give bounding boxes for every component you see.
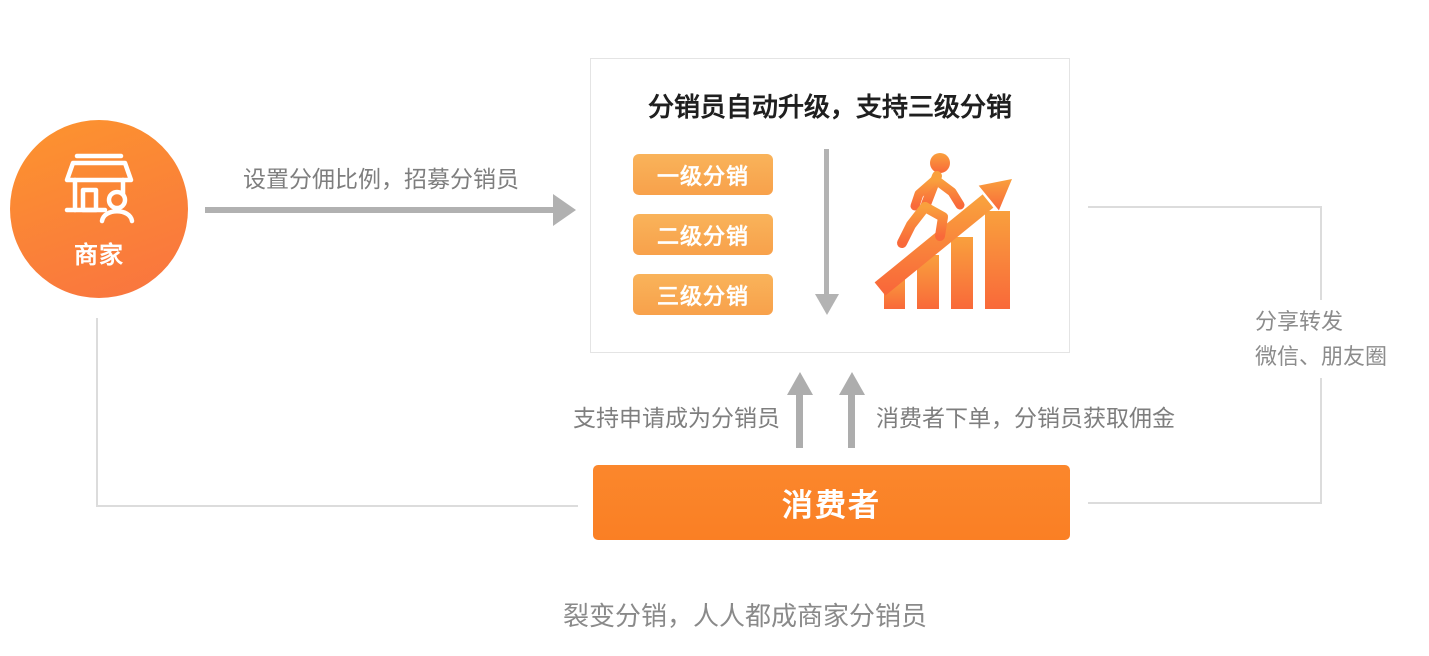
growth-climb-icon [874,149,1024,319]
upgrade-box-title: 分销员自动升级，支持三级分销 [647,92,1012,122]
diagram-caption: 裂变分销，人人都成商家分销员 [562,602,927,631]
level-1-chip: 一级分销 [633,154,773,195]
order-commission-label: 消费者下单，分销员获取佣金 [876,405,1175,431]
down-arrow-shaft [824,149,829,294]
down-arrow-icon [815,294,839,315]
consumer-node: 消费者 [593,465,1070,540]
up-arrow-right-shaft [848,394,855,448]
share-note-line2: 微信、朋友圈 [1255,344,1388,369]
up-arrow-left-shaft [796,394,803,448]
up-arrow-right-icon [839,372,865,395]
right-arrow-shaft [205,207,555,213]
up-arrow-left-icon [787,372,813,395]
level-3-chip: 三级分销 [633,274,773,315]
upgrade-box: 分销员自动升级，支持三级分销 一级分销 二级分销 三级分销 [590,58,1070,353]
merchant-to-consumer-connector [96,318,578,507]
commission-setup-label: 设置分佣比例，招募分销员 [243,166,519,192]
share-note: 分享转发 微信、朋友圈 [1253,300,1421,378]
share-note-line1: 分享转发 [1255,309,1344,334]
storefront-icon [57,148,141,229]
merchant-label: 商家 [74,242,124,269]
merchant-node: 商家 [10,120,188,298]
apply-distributor-label: 支持申请成为分销员 [573,405,780,431]
right-arrow-icon [553,194,576,226]
level-2-chip: 二级分销 [633,214,773,255]
